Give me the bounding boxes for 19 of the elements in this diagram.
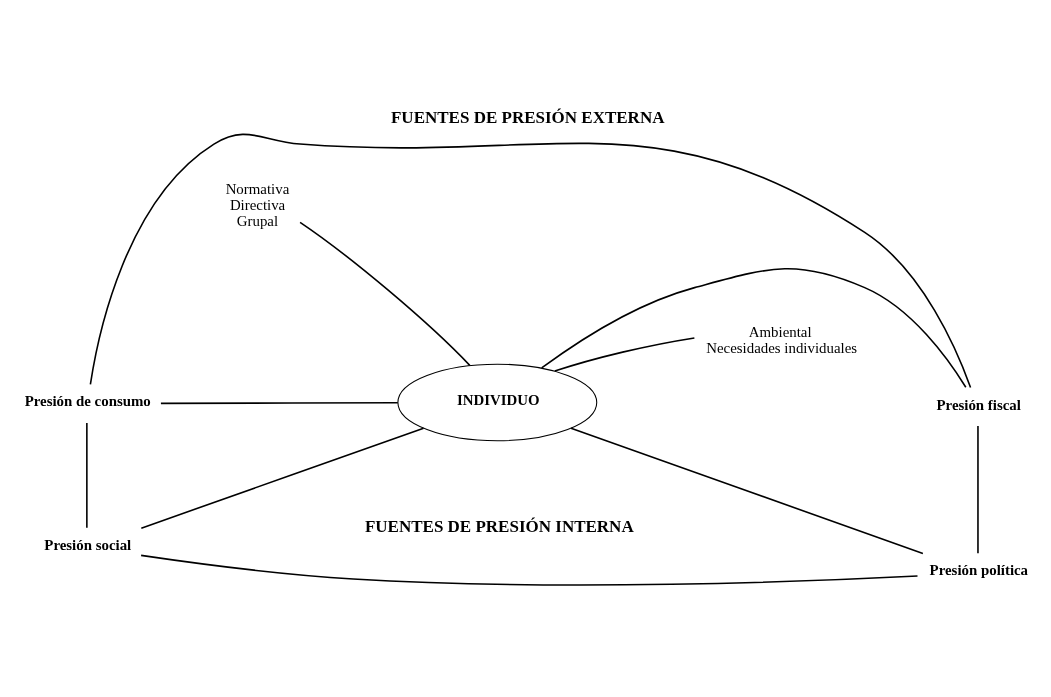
node-text: Normativa Directiva Grupal xyxy=(225,180,290,229)
node-ellipse: INDIVIDUO xyxy=(397,363,598,441)
node-text: Ambiental Necesidades individuales xyxy=(706,323,858,356)
connector xyxy=(86,421,88,529)
node-text: Presión política xyxy=(929,561,1029,578)
connector xyxy=(540,267,967,388)
connector xyxy=(89,133,972,388)
node-text: Presión social xyxy=(44,536,132,553)
connector xyxy=(553,336,696,372)
connector xyxy=(140,554,919,586)
connector xyxy=(299,221,471,366)
diagram-title: FUENTES DE PRESIÓN EXTERNA xyxy=(390,107,665,127)
node-text: Presión de consumo xyxy=(24,392,151,409)
node-text: Presión fiscal xyxy=(936,396,1021,413)
connector xyxy=(160,401,399,404)
connector xyxy=(570,427,924,554)
caption: FUENTES DE PRESIÓN INTERNA xyxy=(364,516,634,536)
connector xyxy=(140,426,425,529)
connector xyxy=(977,424,979,554)
